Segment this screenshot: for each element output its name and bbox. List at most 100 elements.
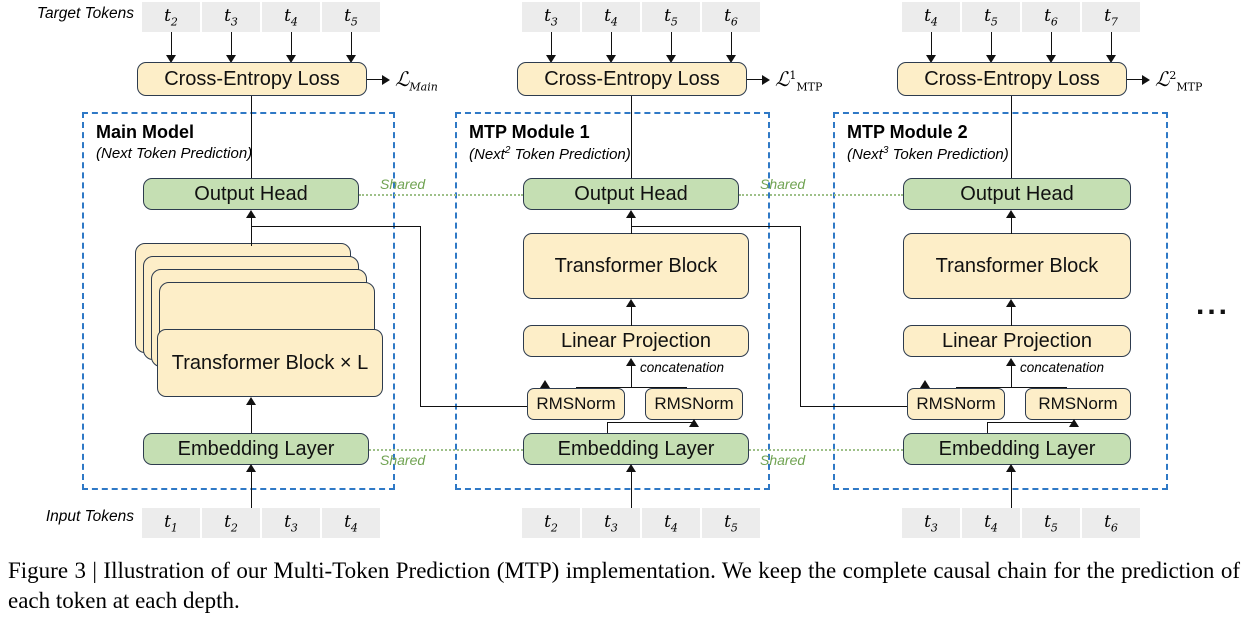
arrow-head-down (726, 55, 736, 63)
subtitle-prefix: (Next (469, 146, 505, 163)
node-label: Linear Projection (941, 329, 1093, 352)
subtitle-superscript: 2 (504, 145, 511, 156)
token-text: t4 (284, 5, 298, 29)
caption-label: Figure 3 (8, 558, 86, 583)
target-token-chip: t4 (262, 2, 320, 32)
output-head-main[interactable]: Output Head (143, 178, 359, 210)
connector-target-to-loss (1111, 32, 1112, 57)
token-text: t4 (344, 511, 358, 535)
connector-target-to-loss (231, 32, 232, 57)
output-head-mtp1[interactable]: Output Head (523, 178, 739, 210)
output-head-mtp2[interactable]: Output Head (903, 178, 1131, 210)
connector-outputhead-to-loss (1011, 96, 1012, 178)
rmsnorm-left-mtp1[interactable]: RMSNorm (527, 388, 625, 420)
module-subtitle-mtp1: (Next2 Token Prediction) (469, 145, 631, 163)
arrow-head-down (346, 55, 356, 63)
linear-projection-mtp2[interactable]: Linear Projection (903, 325, 1131, 357)
token-text: t5 (664, 5, 678, 29)
connector-target-to-loss (611, 32, 612, 57)
target-token-chip: t3 (202, 2, 260, 32)
connector-embedding-to-rmsnorm-mtp2 (987, 422, 988, 433)
token-text: t6 (1044, 5, 1058, 29)
concat-bracket-mtp2 (956, 387, 1067, 388)
input-token-chip: t1 (142, 508, 200, 538)
input-token-chip: t4 (962, 508, 1020, 538)
target-token-chip: t3 (522, 2, 580, 32)
loss-subscript: MTP (1176, 80, 1203, 94)
linear-projection-mtp1[interactable]: Linear Projection (523, 325, 749, 357)
arrow-head-right (382, 75, 390, 85)
connector-target-to-loss (991, 32, 992, 57)
connector-input-to-embedding (251, 470, 252, 500)
subtitle-suffix: Token Prediction) (510, 146, 631, 163)
rmsnorm-left-mtp2[interactable]: RMSNorm (907, 388, 1005, 420)
embedding-layer-main[interactable]: Embedding Layer (143, 433, 369, 465)
module-subtitle-main: (Next Token Prediction) (96, 145, 252, 162)
arrow-head-down (926, 55, 936, 63)
module-subtitle-mtp2: (Next3 Token Prediction) (847, 145, 1009, 163)
cross-entropy-loss-box-mtp2[interactable]: Cross-Entropy Loss (897, 62, 1127, 96)
token-text: t2 (164, 5, 178, 29)
connector-target-to-loss (171, 32, 172, 57)
target-token-chip: t6 (1022, 2, 1080, 32)
loss-label-mtp1: ℒ1MTP (775, 67, 823, 94)
token-text: t6 (1104, 511, 1118, 535)
node-label: RMSNorm (536, 394, 616, 413)
node-label: RMSNorm (1038, 394, 1118, 413)
connector-transformer-to-outputhead (631, 212, 632, 234)
cross-entropy-loss-box-mtp1[interactable]: Cross-Entropy Loss (517, 62, 747, 96)
module-title-main: Main Model (96, 122, 194, 142)
transformer-block-mtp1[interactable]: Transformer Block (523, 233, 749, 299)
connector-target-to-loss (731, 32, 732, 57)
arrow-head-up (626, 299, 636, 307)
rmsnorm-right-mtp2[interactable]: RMSNorm (1025, 388, 1131, 420)
arrow-head-up (626, 464, 636, 472)
token-text: t4 (664, 511, 678, 535)
connector-input-to-embedding (1011, 470, 1012, 523)
token-text: t2 (224, 511, 238, 535)
loss-label-main: ℒMain (395, 67, 438, 94)
connector-main-to-mtp1 (251, 226, 421, 227)
target-token-chip: t7 (1082, 2, 1140, 32)
token-text: t7 (1104, 5, 1118, 29)
node-label: Embedding Layer (177, 437, 335, 460)
transformer-block-main[interactable]: Transformer Block × L (157, 329, 383, 397)
concatenation-label-mtp1: concatenation (640, 360, 725, 375)
input-token-chip: t4 (322, 508, 380, 538)
token-text: t3 (224, 5, 238, 29)
connector-target-to-loss (931, 32, 932, 57)
input-token-chip: t3 (582, 508, 640, 538)
shared-connector-output-head-2 (739, 194, 903, 196)
subtitle-prefix: (Next (96, 145, 132, 162)
loss-superscript: 2 (1169, 69, 1177, 82)
connector-outputhead-to-loss (631, 96, 632, 178)
connector-embedding-to-rmsnorm-mtp1 (607, 422, 608, 433)
cross-entropy-loss-box-main[interactable]: Cross-Entropy Loss (137, 62, 367, 96)
shared-connector-output-head-1 (359, 194, 523, 196)
connector-embedding-to-transformer (251, 399, 252, 433)
input-tokens-row-label: Input Tokens (45, 508, 134, 525)
ellipsis-more-modules: ... (1196, 288, 1231, 321)
connector-linear-to-transformer (631, 302, 632, 326)
arrow-head-up (920, 380, 930, 388)
transformer-block-mtp2[interactable]: Transformer Block (903, 233, 1131, 299)
arrow-head-right (1142, 75, 1150, 85)
input-token-chip: t6 (1082, 508, 1140, 538)
target-token-chip: t5 (322, 2, 380, 32)
node-label: Transformer Block (935, 254, 1099, 277)
node-label: RMSNorm (654, 394, 734, 413)
connector-mtp1-to-mtp2 (800, 406, 925, 407)
arrow-head-down (986, 55, 996, 63)
token-text: t4 (984, 511, 998, 535)
target-token-chip: t2 (142, 2, 200, 32)
arrow-head-down (226, 55, 236, 63)
rmsnorm-right-mtp1[interactable]: RMSNorm (645, 388, 743, 420)
arrow-head-up (1006, 210, 1016, 218)
embedding-layer-mtp2[interactable]: Embedding Layer (903, 433, 1131, 465)
node-label: Output Head (574, 182, 688, 205)
input-token-chip: t3 (902, 508, 960, 538)
arrow-head-up (1006, 299, 1016, 307)
connector-concat-to-linear (1011, 362, 1012, 387)
node-label: RMSNorm (916, 394, 996, 413)
embedding-layer-mtp1[interactable]: Embedding Layer (523, 433, 749, 465)
